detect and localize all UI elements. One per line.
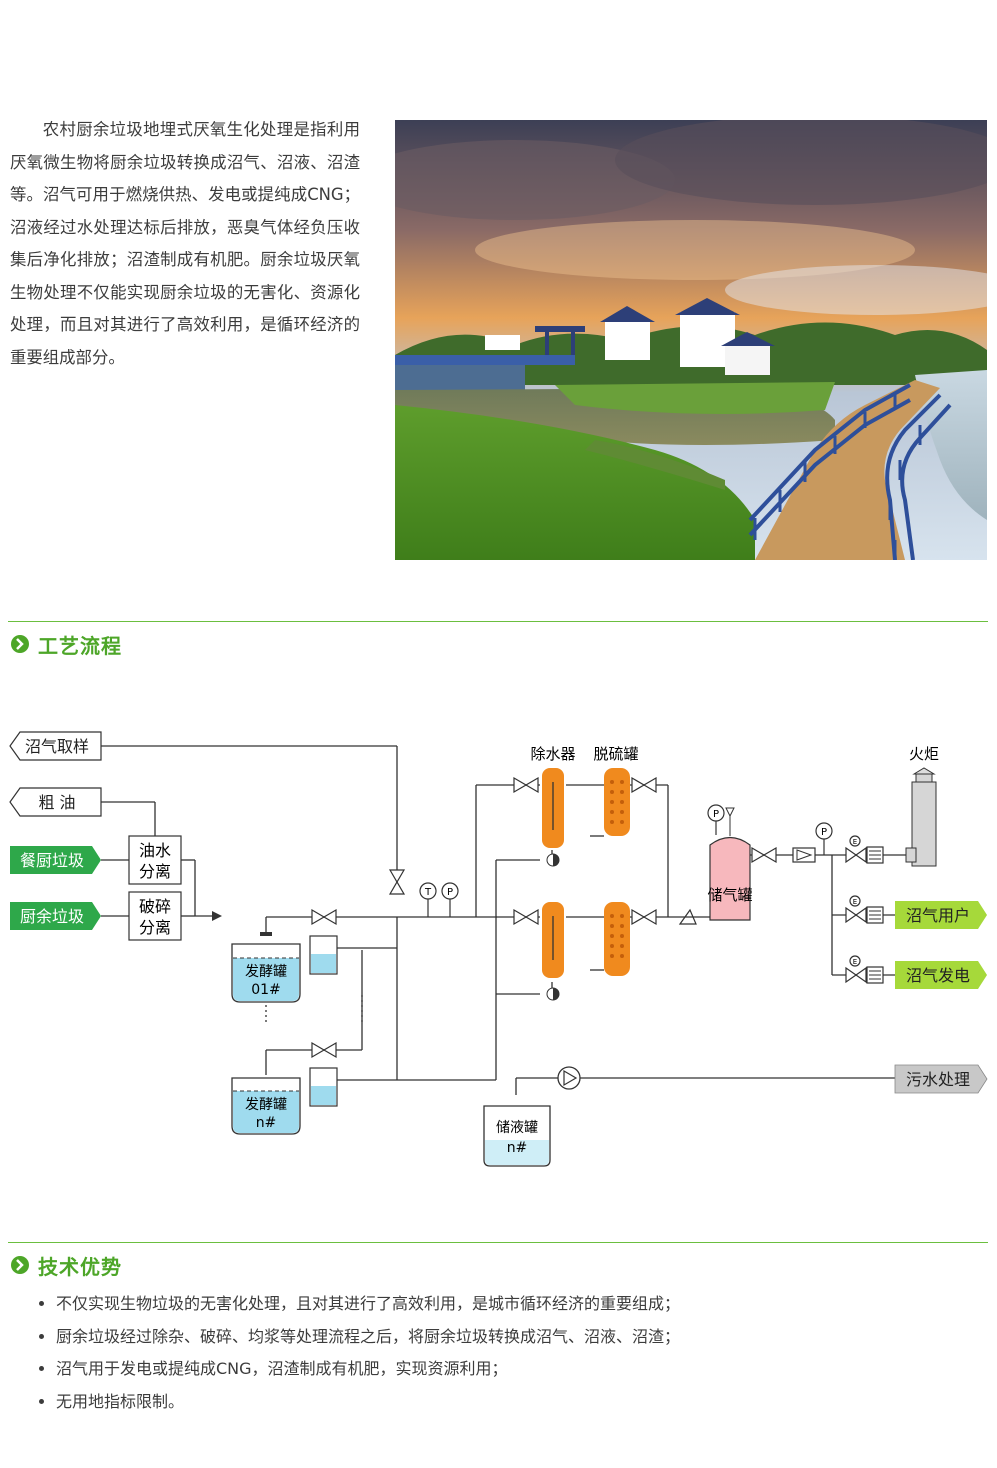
- ferment-tank-n-id: n#: [256, 1115, 277, 1131]
- gauge-t: T: [424, 887, 432, 898]
- chevron-circle-icon: [11, 1256, 29, 1274]
- box-crush-2: 分离: [139, 918, 171, 937]
- ferment-tank-1-name: 发酵罐: [245, 964, 287, 980]
- section-title: 技术优势: [38, 1254, 122, 1279]
- input-food-waste: 厨余垃圾: [20, 907, 84, 926]
- storage-liquid-id: n#: [507, 1140, 528, 1156]
- box-oil-water-2: 分离: [139, 862, 171, 881]
- section-header-process: 工艺流程: [10, 629, 122, 659]
- ferment-tank-1-id: 01#: [251, 982, 281, 998]
- output-biogas-users: 沼气用户: [906, 906, 970, 925]
- storage-liquid-name: 储液罐: [496, 1120, 538, 1136]
- gauge-p1: P: [447, 887, 453, 898]
- section-title: 工艺流程: [38, 633, 122, 658]
- input-crude-oil: 粗 油: [38, 793, 75, 812]
- flow-meter-1: E: [853, 838, 857, 846]
- gauge-p3: P: [821, 827, 827, 838]
- box-crush-1: 破碎: [139, 897, 171, 916]
- ferment-tank-n-name: 发酵罐: [245, 1097, 287, 1113]
- input-biogas-sampling: 沼气取样: [25, 737, 89, 756]
- chevron-circle-icon: [11, 635, 29, 653]
- output-biogas-power: 沼气发电: [906, 966, 970, 985]
- list-item: 沼气用于发电或提纯成CNG，沼渣制成有机肥，实现资源利用；: [56, 1353, 986, 1386]
- intro-paragraph: 农村厨余垃圾地埋式厌氧生化处理是指利用厌氧微生物将厨余垃圾转换成沼气、沼液、沼渣…: [10, 120, 360, 367]
- rural-landscape-photo: [395, 120, 987, 560]
- list-item: 不仅实现生物垃圾的无害化处理，且对其进行了高效利用，是城市循环经济的重要组成；: [56, 1288, 986, 1321]
- input-kitchen-waste: 餐厨垃圾: [20, 851, 84, 870]
- section-divider: [8, 621, 988, 622]
- label-desulfurizer: 脱硫罐: [593, 745, 638, 763]
- flow-meter-2: E: [853, 898, 857, 906]
- gas-storage-label: 储气罐: [707, 886, 752, 904]
- process-flow-diagram: 沼气取样 粗 油 餐厨垃圾 厨余垃圾 油水 分离 破碎 分离 发酵罐 01# 发…: [9, 731, 988, 1167]
- flow-meter-3: E: [853, 958, 857, 966]
- box-oil-water-1: 油水: [139, 841, 171, 860]
- section-divider: [8, 1242, 988, 1243]
- list-item: 无用地指标限制。: [56, 1386, 986, 1419]
- label-dehydrator: 除水器: [530, 745, 575, 763]
- section-header-advantages: 技术优势: [10, 1250, 122, 1280]
- output-sewage-treatment: 污水处理: [906, 1070, 970, 1089]
- list-item: 厨余垃圾经过除杂、破碎、均浆等处理流程之后，将厨余垃圾转换成沼气、沼液、沼渣；: [56, 1321, 986, 1354]
- label-flare: 火炬: [909, 745, 939, 763]
- gauge-p2: P: [713, 809, 719, 820]
- advantages-list: 不仅实现生物垃圾的无害化处理，且对其进行了高效利用，是城市循环经济的重要组成； …: [30, 1288, 986, 1418]
